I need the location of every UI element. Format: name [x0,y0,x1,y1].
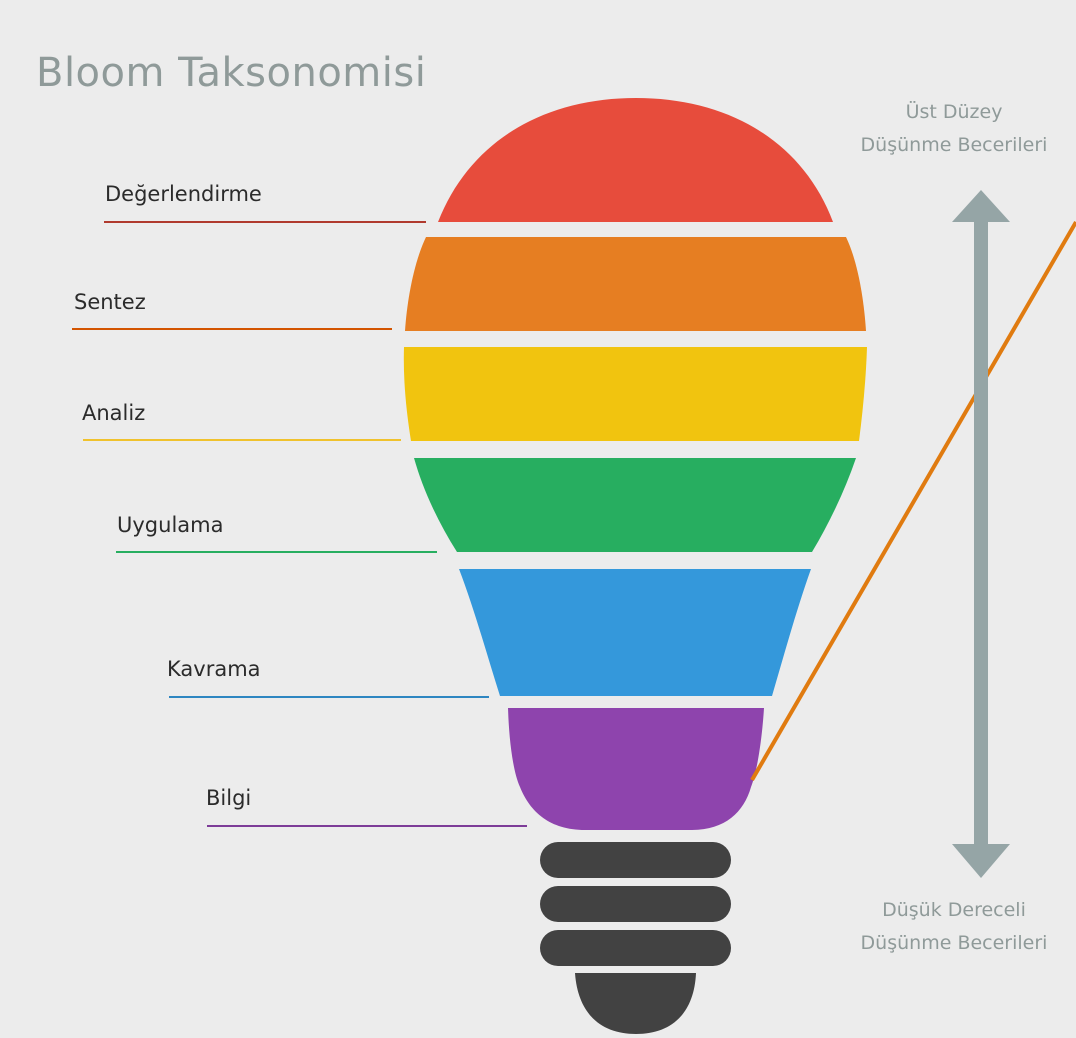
band-sentez [405,237,866,331]
axis-bottom-line1: Düşük Dereceli [882,899,1026,921]
thinking-level-arrow [952,190,1010,878]
level-label-degerlendirme: Değerlendirme [105,182,262,206]
axis-bottom-line2: Düşünme Becerileri [860,932,1048,954]
level-label-bilgi: Bilgi [206,786,252,810]
band-analiz [403,347,867,441]
band-kavrama [459,569,811,696]
level-label-sentez: Sentez [74,290,146,314]
diagram-title: Bloom Taksonomisi [36,50,427,96]
bulb-base-ring-3 [540,930,731,966]
level-label-kavrama: Kavrama [167,657,261,681]
level-label-analiz: Analiz [82,401,146,425]
arrow-head-down-icon [952,844,1010,878]
bulb-base [540,842,731,1034]
axis-top-label: Üst Düzey Düşünme Becerileri [836,96,1072,162]
axis-bottom-label: Düşük Dereceli Düşünme Becerileri [836,894,1072,960]
bulb-base-tip [575,973,696,1034]
axis-top-line1: Üst Düzey [905,101,1003,123]
level-label-uygulama: Uygulama [117,513,224,537]
arrow-shaft [974,222,988,844]
axis-top-line2: Düşünme Becerileri [860,134,1048,156]
band-bilgi [508,708,764,830]
pointer-line [750,220,1076,782]
band-degerlendirme [438,98,833,222]
bulb-base-ring-1 [540,842,731,878]
band-uygulama [414,458,856,552]
arrow-head-up-icon [952,190,1010,222]
bulb-base-ring-2 [540,886,731,922]
